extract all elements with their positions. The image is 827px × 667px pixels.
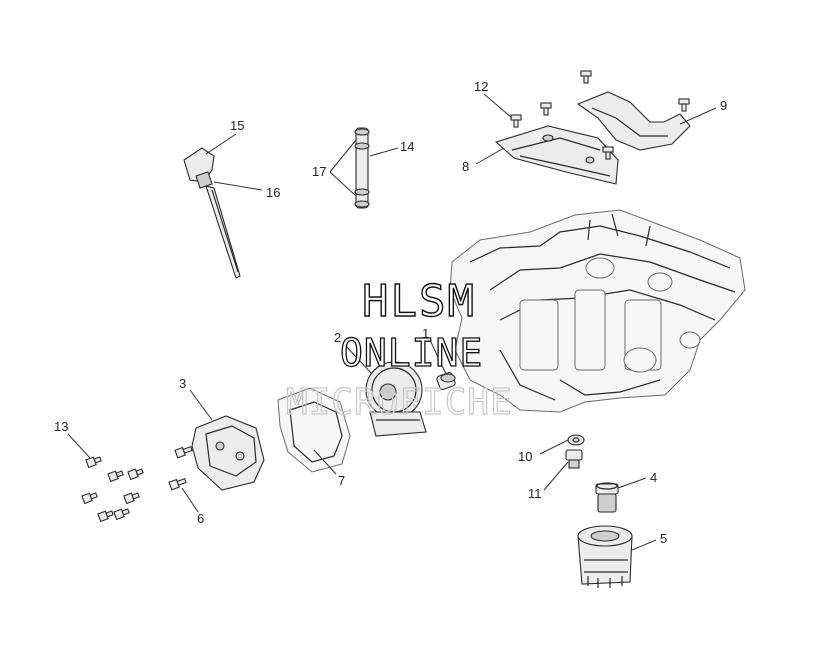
bracket-plate	[494, 125, 619, 185]
pump-cover	[191, 415, 265, 491]
callout-17: 17	[312, 164, 326, 179]
filter-nipple	[595, 482, 619, 513]
callout-3: 3	[179, 376, 186, 391]
callout-6: 6	[197, 511, 204, 526]
callout-12: 12	[474, 79, 488, 94]
fitting	[436, 371, 456, 391]
leader-lines	[67, 93, 717, 551]
callout-7: 7	[338, 473, 345, 488]
oil-tube	[354, 127, 370, 209]
callout-10: 10	[518, 449, 532, 464]
crankcase	[449, 209, 746, 413]
callout-labels: 1 2 3 4 5 6 7 8 9 10 11 12 13 14 15 16 1…	[54, 79, 727, 546]
callout-15: 15	[230, 118, 244, 133]
watermark-line-2: ONLINE	[340, 331, 483, 375]
callout-11: 11	[528, 486, 542, 501]
dipstick	[183, 147, 241, 279]
watermark-line-1: HLSM	[362, 276, 476, 327]
callout-4: 4	[650, 470, 657, 485]
callout-16: 16	[266, 185, 280, 200]
bolt-set-12	[510, 70, 690, 160]
oil-filter	[577, 525, 633, 588]
washer	[567, 434, 585, 446]
gasket	[277, 387, 351, 473]
callout-2: 2	[334, 330, 341, 345]
callout-13: 13	[54, 419, 68, 434]
callout-5: 5	[660, 531, 667, 546]
watermark-line-3: MICROFICHE	[286, 382, 513, 423]
watermark: HLSM ONLINE MICROFICHE	[285, 275, 513, 423]
curved-bracket	[576, 91, 691, 151]
screws-6	[168, 445, 193, 491]
screws-13	[81, 456, 144, 523]
drain-plug	[565, 449, 583, 469]
callout-9: 9	[720, 98, 727, 113]
callout-8: 8	[462, 159, 469, 174]
callout-1: 1	[422, 326, 429, 341]
oil-pump	[365, 361, 427, 437]
callout-14: 14	[400, 139, 414, 154]
